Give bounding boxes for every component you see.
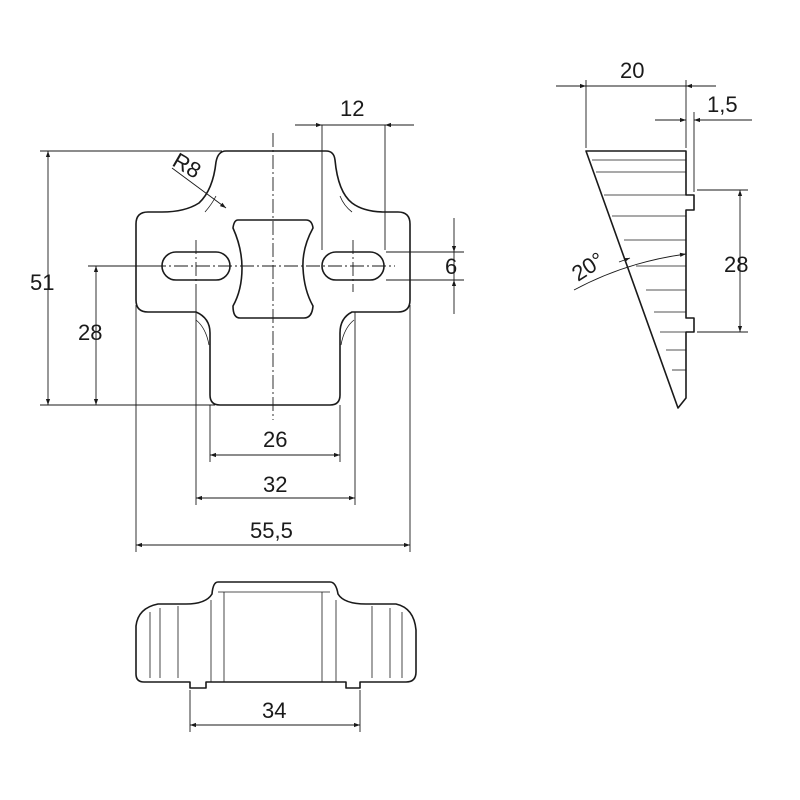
central-window: [232, 219, 314, 319]
side-view-dimensions: 20 1,5 28 20°: [556, 58, 752, 333]
bottom-view: [135, 581, 417, 689]
front-view: [135, 133, 411, 420]
dim-label-26: 26: [263, 427, 287, 452]
dim-label-1-5: 1,5: [707, 92, 738, 117]
dim-label-12: 12: [340, 96, 364, 121]
dim-label-34: 34: [262, 698, 286, 723]
dim-label-6: 6: [445, 254, 457, 279]
dim-label-20: 20: [620, 58, 644, 83]
dim-label-51: 51: [30, 270, 54, 295]
front-view-shade-left-upper: [204, 195, 217, 213]
front-view-dimensions: 12 R8 51 28 6 26 32 55,5: [30, 96, 464, 552]
dim-label-55-5: 55,5: [250, 518, 293, 543]
front-view-shade-left-lower: [195, 319, 210, 346]
front-view-outline: [135, 150, 411, 406]
bottom-view-dimensions: 34: [189, 690, 361, 732]
dim-label-28-front: 28: [78, 320, 102, 345]
side-view-outline: [585, 150, 695, 409]
dim-label-r8: R8: [169, 148, 206, 184]
front-view-shade-right-upper: [339, 195, 353, 213]
bottom-view-outline: [135, 581, 417, 689]
side-view: [585, 150, 695, 409]
dim-label-28-side: 28: [724, 252, 748, 277]
dim-label-32: 32: [263, 472, 287, 497]
front-view-shade-right-lower: [340, 319, 355, 346]
dim-label-20-deg: 20°: [567, 247, 609, 286]
